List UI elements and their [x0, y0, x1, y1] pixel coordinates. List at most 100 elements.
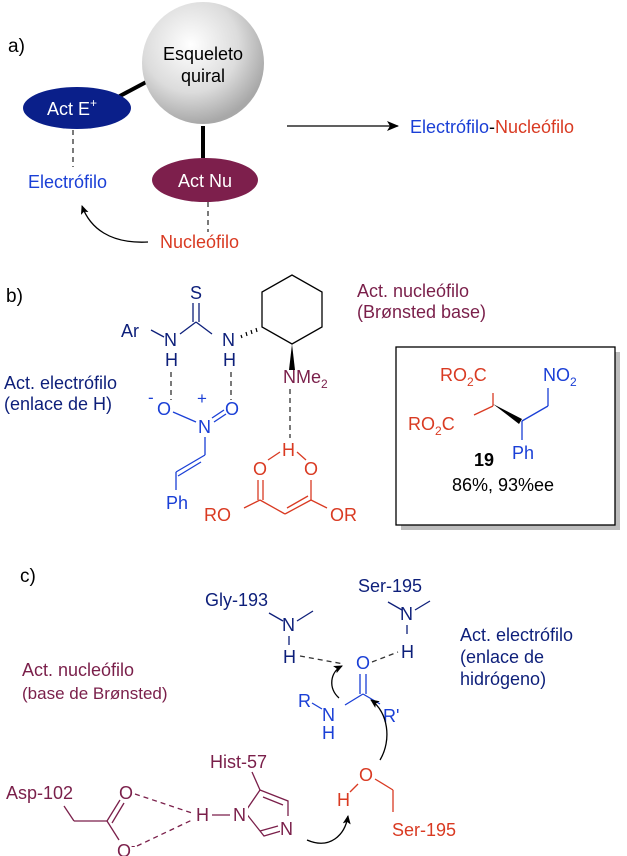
c-electrophile-activation-line2: (enlace de [460, 647, 544, 667]
bond-o1-n [172, 411, 197, 423]
imidazole-double-2 [259, 825, 279, 832]
bond-c2-or [310, 499, 328, 509]
panel-b: b) S Ar N H N H NMe2 Act. nucleófilo (Br… [4, 274, 620, 530]
asp-O1: O [119, 783, 133, 803]
product-box: RO2C RO2C NO2 Ph 19 86%, 93%ee [395, 346, 620, 530]
atom-N1: N [164, 330, 177, 350]
hbond-asp-o1-h [134, 793, 193, 814]
panel-a: a) Esqueleto quiral Act E+ Act Nu Electr… [8, 2, 574, 252]
panel-a-label: a) [8, 36, 25, 57]
n-label-bg [280, 816, 298, 838]
hbond-ser-o [371, 651, 399, 663]
group-RO: RO [204, 505, 231, 525]
bond-c1-or [243, 499, 261, 509]
product-box-frame [395, 346, 616, 526]
panel-b-label: b) [6, 286, 23, 307]
scaffold-label-line1: Esqueleto [163, 44, 243, 64]
nitro-O2: O [225, 399, 239, 419]
hist-H: H [196, 805, 209, 825]
n1-label-bg [232, 802, 248, 824]
bond-c-n2 [195, 321, 213, 335]
ser-H: H [401, 642, 414, 662]
hbond-asp-o2-h [136, 819, 193, 847]
bond-c-o2 [106, 820, 120, 841]
act-e-ellipse [23, 87, 131, 129]
bond-c-o1a [106, 799, 121, 822]
ser-H-bottom: H [337, 790, 350, 810]
compound-number: 19 [474, 450, 494, 470]
atom-H2: H [223, 350, 236, 370]
bond-c-o1b [111, 802, 125, 824]
bond-ester2-ch [473, 405, 494, 416]
bond-h-o2 [296, 451, 307, 461]
hist-57-label: Hist-57 [210, 752, 267, 772]
panel-c: c) Gly-193 N H Ser-195 N H Act. electróf… [6, 566, 573, 856]
nitro-O1: O [157, 399, 171, 419]
bond-vinyl-2 [177, 461, 202, 477]
bond-ch-c2 [284, 499, 312, 515]
group-NMe2: NMe2 [283, 367, 328, 391]
bond-ser-n-left [387, 601, 403, 611]
c-nucleophile-activation-line1: Act. nucleófilo [22, 660, 134, 680]
bond-c-n [344, 693, 364, 706]
ser-195-top-label: Ser-195 [358, 576, 422, 596]
product-wedge-bond [493, 404, 522, 424]
ser-195-bottom-label: Ser-195 [392, 820, 456, 840]
gly-N: N [282, 615, 295, 635]
hist-N1: N [233, 805, 246, 825]
product-ester1: RO2C [440, 365, 487, 389]
bond-h-o [349, 783, 359, 793]
bond-asp-ch2 [63, 805, 75, 822]
malonate-O1: O [253, 459, 267, 479]
product-Ph: Ph [512, 443, 534, 463]
bond-ser-n-right [414, 600, 431, 611]
electrophile-activation-line2: (enlace de H) [4, 394, 112, 414]
ser-O: O [359, 765, 373, 785]
ser-N: N [400, 604, 413, 624]
group-Ar: Ar [121, 321, 139, 341]
bond-n1-c [179, 321, 197, 335]
c-nucleophile-activation-line2: (base de Brønsted) [22, 684, 168, 703]
rod-scaffold-act-e [117, 78, 151, 99]
nucleophilic-attack-arrow [80, 205, 149, 243]
arrow-to-ser-h [306, 815, 351, 844]
arrow-to-carbonyl-c [370, 699, 388, 761]
act-e-label: Act E+ [47, 96, 97, 119]
product-ester2: RO2C [408, 414, 455, 438]
nucleophile-activation-line2: (Brønsted base) [357, 302, 486, 322]
bond-o1-h [267, 451, 281, 461]
cyclohexane-ring [261, 274, 323, 345]
carbonyl-O: O [356, 653, 370, 673]
electrophile-activation-line1: Act. electrófilo [4, 373, 117, 393]
bond-vinyl-1 [175, 454, 206, 473]
bond-ch-ch2 [521, 405, 549, 422]
electrophile-label: Electrófilo [28, 172, 107, 192]
bond-n-o2a [211, 409, 225, 419]
nucleophile-activation-line1: Act. nucleófilo [357, 281, 469, 301]
chiral-scaffold-sphere [142, 2, 264, 124]
bond-ar-n [150, 329, 165, 338]
bond-c-r [362, 693, 381, 705]
arrow-to-carbonyl-o [331, 665, 343, 699]
atom-S: S [190, 283, 202, 303]
amide-N: N [322, 705, 335, 725]
hbond-gly-o [299, 655, 345, 665]
amide-Rprime: R' [383, 706, 399, 726]
asp-102-label: Asp-102 [6, 783, 73, 803]
amide-H: H [322, 723, 335, 743]
asp-O2: O- [117, 838, 135, 856]
scaffold-label-line2: quiral [181, 66, 225, 86]
bond-gly-n-right [296, 610, 314, 622]
c-electrophile-activation-line3: hidrógeno) [460, 669, 546, 689]
act-nu-label: Act Nu [178, 171, 232, 191]
bond-ch-c2-double [286, 495, 309, 509]
bond-r-n [311, 702, 323, 710]
malonate-H: H [282, 440, 295, 460]
hashed-bond [240, 327, 258, 339]
imidazole-double-1 [262, 796, 284, 806]
gly-H: H [283, 647, 296, 667]
bond-o-ch2 [374, 778, 394, 791]
act-nu-ellipse [152, 158, 258, 202]
nitro-minus: - [148, 388, 154, 407]
